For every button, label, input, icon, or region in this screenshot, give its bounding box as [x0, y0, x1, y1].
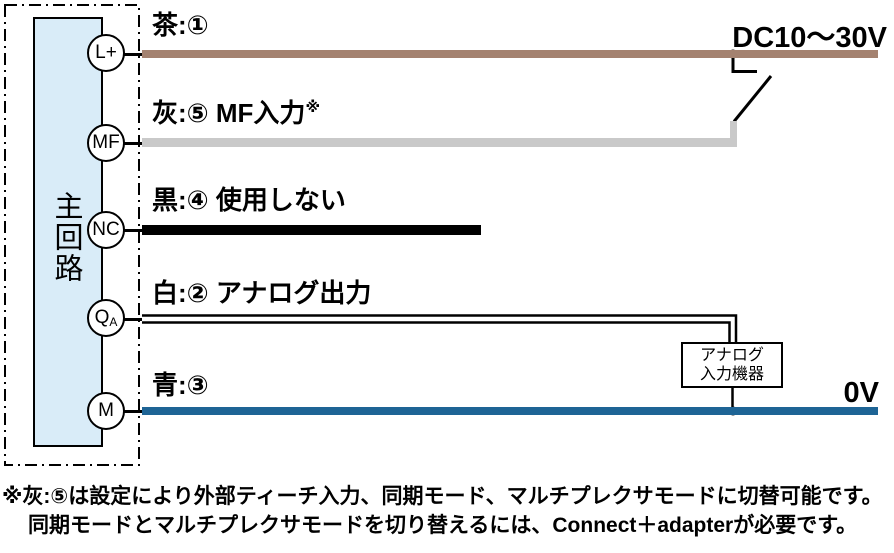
terminal-mf-label: MF: [92, 132, 120, 153]
footnote-line1: ※灰:⑤は設定により外部ティーチ入力、同期モード、マルチプレクサモードに切替可能…: [2, 485, 883, 508]
stub-qa: [120, 317, 142, 321]
terminal-mf: MF: [87, 124, 125, 162]
stub-l-plus: [120, 52, 142, 56]
switch-fixed-contact: [731, 54, 757, 73]
main-circuit-label: 主回路: [50, 190, 82, 284]
gray-wire-riser: [730, 121, 737, 147]
black-wire-label: 黒:④ 使用しない: [152, 185, 346, 215]
brown-wire: [142, 50, 878, 58]
white-wire-outline-bottom: [142, 321, 731, 342]
gray-wire-label: 灰:⑤ MF入力※: [152, 98, 321, 128]
white-wire-outline-top: [142, 314, 738, 342]
terminal-l-plus-label: L+: [95, 42, 117, 63]
stub-nc: [120, 228, 142, 232]
blue-wire-label: 青:③: [152, 370, 209, 400]
blue-wire: [142, 407, 878, 415]
brown-wire-label: 茶:①: [152, 10, 209, 40]
gray-wire-note-marker: ※: [305, 99, 321, 116]
terminal-qa-subscript: A: [109, 315, 118, 329]
analog-input-device-box: アナログ 入力機器: [681, 342, 783, 388]
footnote-line2: 同期モードとマルチプレクサモードを切り替えるには、Connect＋adapter…: [28, 514, 858, 537]
switch-blade: [732, 75, 773, 123]
analog-box-line1: アナログ: [700, 347, 764, 364]
white-wire-label: 白:② アナログ出力: [152, 278, 372, 308]
terminal-nc-label: NC: [92, 219, 120, 240]
stub-mf: [120, 141, 142, 145]
enclosure-dashdot-border: [4, 4, 140, 466]
stub-m: [120, 409, 142, 413]
terminal-qa-label: Q: [94, 307, 110, 328]
terminal-m: M: [87, 392, 125, 430]
ground-label: 0V: [843, 377, 879, 409]
terminal-l-plus: L+: [87, 34, 125, 72]
terminal-m-label: M: [98, 400, 114, 421]
gray-wire: [142, 138, 737, 147]
analog-box-line2: 入力機器: [699, 366, 764, 383]
black-wire: [142, 225, 481, 235]
terminal-nc: NC: [87, 211, 125, 249]
gray-wire-label-text: 灰:⑤ MF入力: [152, 98, 306, 128]
power-label: DC10～30V: [732, 22, 887, 54]
